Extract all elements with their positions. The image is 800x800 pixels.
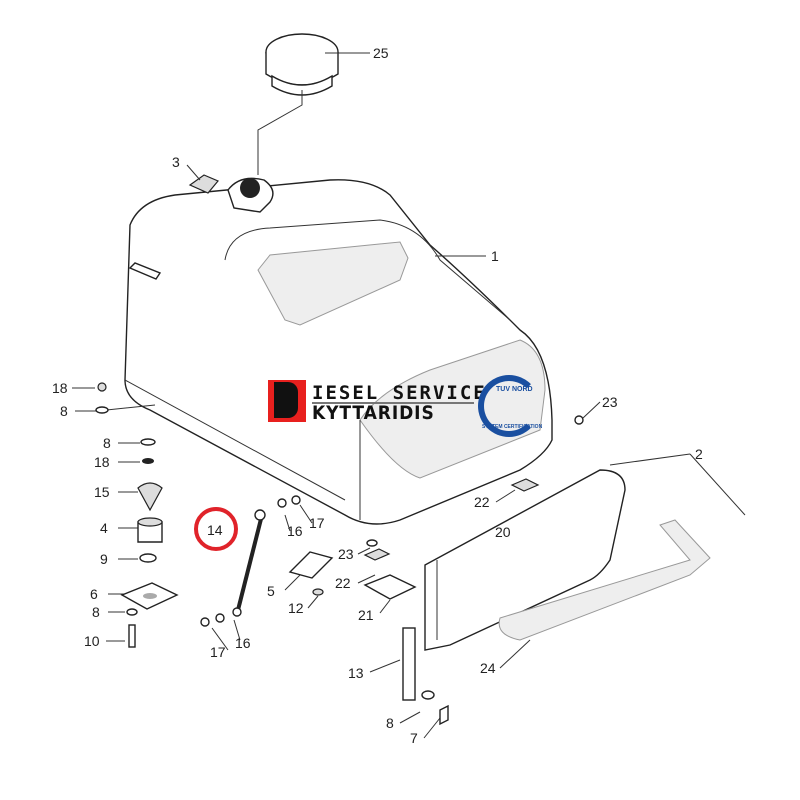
logo-line2: KYTTARIDIS	[312, 402, 435, 424]
dealer-logo: IESEL SERVICE KYTTARIDIS TUV NORD SYSTEM…	[268, 375, 558, 437]
label-22: 22	[335, 575, 351, 591]
label-8: 8	[92, 604, 100, 620]
logo-initial-block	[268, 380, 306, 422]
label-3: 3	[172, 154, 180, 170]
cert-bottom-text: SYSTEM CERTIFICATION	[482, 424, 543, 430]
label-25: 25	[373, 45, 389, 61]
label-5: 5	[267, 583, 275, 599]
label-16: 16	[235, 635, 251, 651]
certification-seal	[478, 375, 540, 437]
label-18: 18	[52, 380, 68, 396]
label-9: 9	[100, 551, 108, 567]
label-13: 13	[348, 665, 364, 681]
label-18: 18	[94, 454, 110, 470]
label-20: 20	[495, 524, 511, 540]
label-17: 17	[210, 644, 226, 660]
label-2: 2	[695, 446, 703, 462]
cert-top-text: TUV NORD	[496, 386, 533, 393]
label-21: 21	[358, 607, 374, 623]
label-17: 17	[309, 515, 325, 531]
logo-line1: IESEL SERVICE	[312, 382, 487, 404]
label-10: 10	[84, 633, 100, 649]
part-fuel-cap[interactable]	[265, 33, 339, 96]
label-12: 12	[288, 600, 304, 616]
label-24: 24	[480, 660, 496, 676]
label-6: 6	[90, 586, 98, 602]
part-seal-strip[interactable]	[498, 519, 711, 641]
part-strap[interactable]	[402, 627, 449, 726]
part-side-cover[interactable]	[424, 469, 626, 651]
label-16: 16	[287, 523, 303, 539]
label-1: 1	[491, 248, 499, 264]
label-14: 14	[207, 522, 223, 538]
label-8: 8	[103, 435, 111, 451]
label-15: 15	[94, 484, 110, 500]
label-4: 4	[100, 520, 108, 536]
label-8: 8	[60, 403, 68, 419]
label-7: 7	[410, 730, 418, 746]
label-8: 8	[386, 715, 394, 731]
mount-hardware[interactable]	[95, 382, 179, 648]
highlight-circle	[194, 507, 238, 551]
gas-strut[interactable]	[200, 495, 301, 627]
label-22: 22	[474, 494, 490, 510]
part-labels: 25 3 1 18 8 8 18 15 4 9 6 8 10 14 16 17 …	[52, 45, 703, 746]
label-23: 23	[602, 394, 618, 410]
label-23: 23	[338, 546, 354, 562]
part-fuel-tank[interactable]	[124, 174, 553, 525]
